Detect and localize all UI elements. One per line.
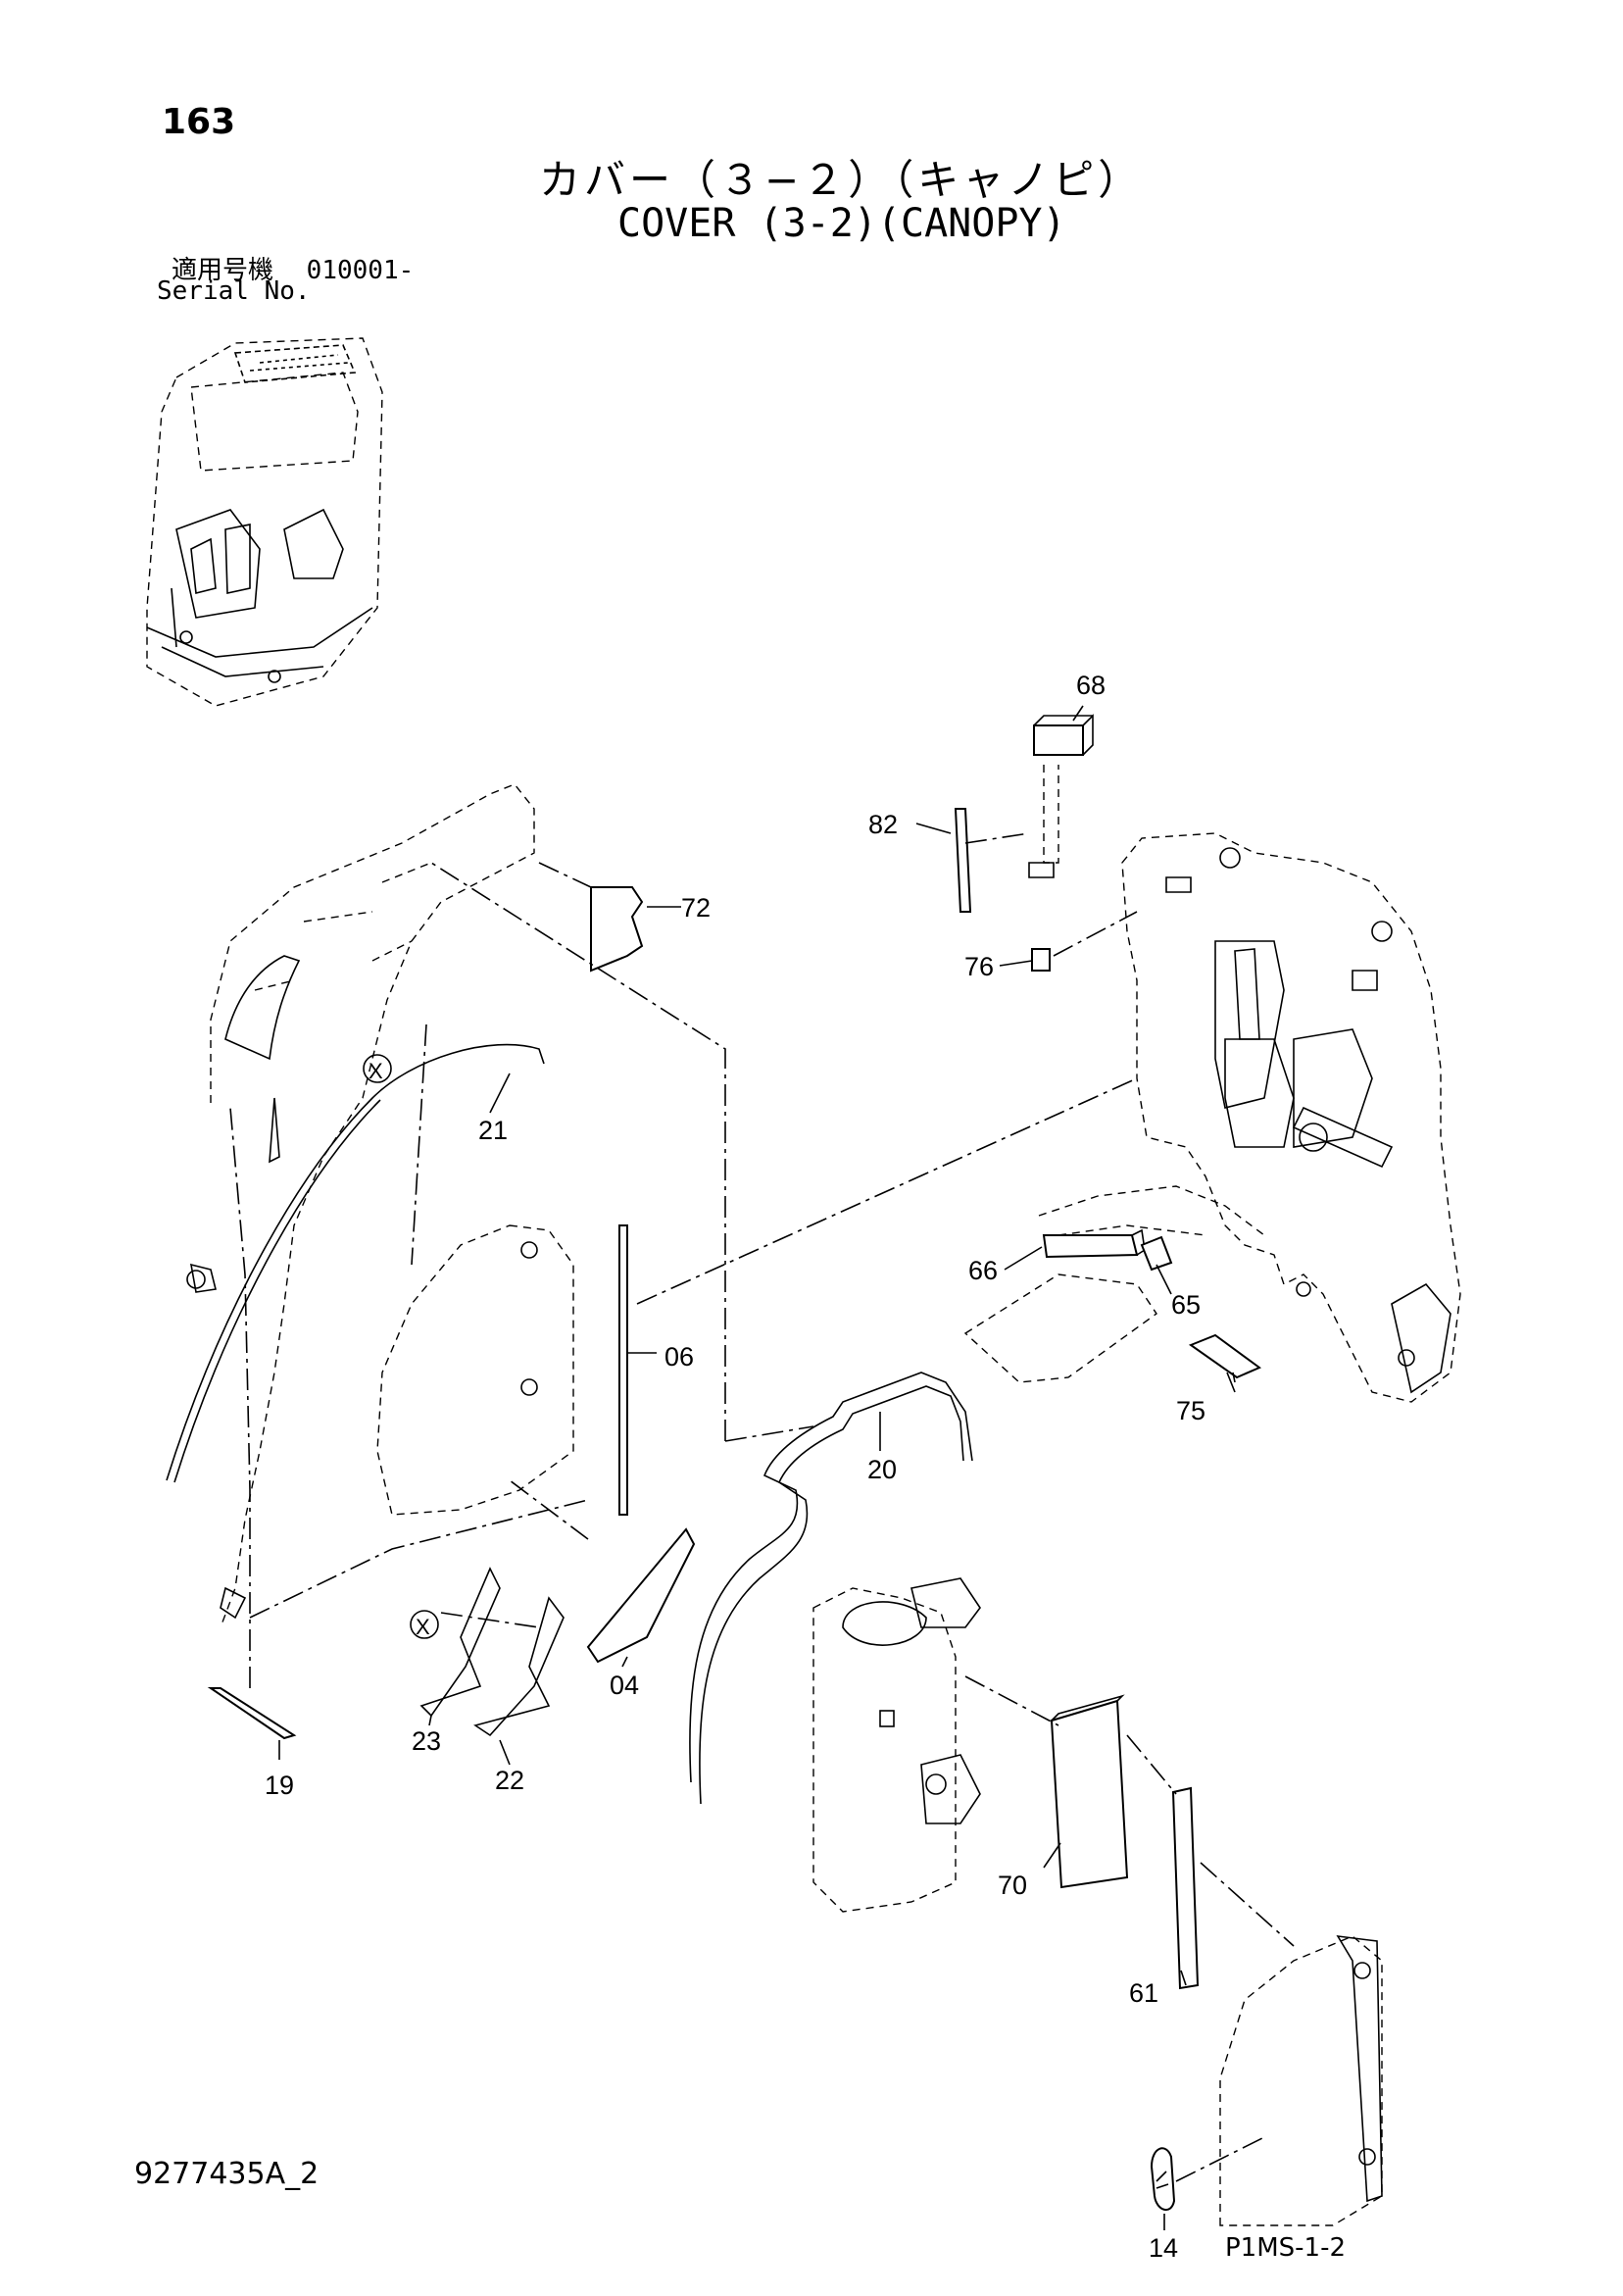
- callout-75: 75: [1176, 1396, 1205, 1425]
- left-side-cover-panel: [186, 783, 574, 1628]
- callout-04: 04: [610, 1671, 639, 1700]
- seal-66: [1042, 1234, 1139, 1259]
- control-box-unit: [812, 1577, 981, 1913]
- pad-75: [1188, 1333, 1261, 1379]
- gasket-04: [586, 1527, 696, 1664]
- cab-main-frame: [1038, 832, 1461, 1403]
- callout-14: 14: [1149, 2233, 1178, 2263]
- page-title-japanese: カバー（３−２）（キャノピ）: [539, 156, 1144, 204]
- bottom-right-bracket: [1219, 1935, 1383, 2226]
- reference-mark-x-2: X: [410, 1610, 439, 1639]
- callout-23: 23: [412, 1726, 441, 1756]
- serial-label-english: Serial No.: [157, 276, 311, 306]
- callout-82: 82: [868, 810, 898, 839]
- seal-strip-06: [618, 1224, 628, 1516]
- svg-text:X: X: [369, 1059, 383, 1083]
- clamp-22: [473, 1596, 565, 1737]
- serial-range: 010001-: [306, 256, 415, 285]
- callout-68: 68: [1076, 671, 1106, 700]
- callout-72: 72: [681, 893, 711, 923]
- latch-14: [1150, 2147, 1176, 2211]
- callout-61: 61: [1129, 1978, 1158, 2008]
- callout-19: 19: [265, 1771, 294, 1800]
- document-number: 9277435A_2: [134, 2157, 320, 2191]
- reference-mark-x-1: X: [363, 1054, 392, 1083]
- seal-strip-20: [689, 1372, 973, 1783]
- page-code: P1MS-1-2: [1225, 2233, 1347, 2263]
- seal-strip-21: [166, 1043, 545, 1481]
- strip-82: [954, 808, 972, 913]
- page-number: 163: [162, 102, 236, 142]
- svg-text:X: X: [416, 1615, 430, 1639]
- leader-lines: [229, 705, 1295, 2230]
- callout-76: 76: [964, 952, 994, 981]
- callout-22: 22: [495, 1766, 524, 1795]
- callout-21: 21: [478, 1116, 508, 1145]
- machine-overview-thumbnail: [146, 337, 383, 707]
- seal-strip-19: [207, 1687, 297, 1740]
- serial-applicability: 適用号機 010001-: [172, 250, 414, 286]
- callout-70: 70: [998, 1871, 1027, 1900]
- panel-70: [1050, 1699, 1129, 1889]
- callout-20: 20: [867, 1455, 897, 1484]
- serial-label-japanese: 適用号機: [172, 256, 274, 285]
- block-65: [1140, 1235, 1173, 1272]
- block-76: [1031, 948, 1051, 972]
- callout-06: 06: [664, 1342, 694, 1372]
- strip-61: [1171, 1786, 1200, 1990]
- callout-65: 65: [1171, 1290, 1201, 1320]
- clamp-23: [419, 1567, 501, 1718]
- block-68: [1033, 724, 1084, 756]
- callout-66: 66: [968, 1256, 998, 1285]
- page-title-english: COVER (3-2)(CANOPY): [617, 201, 1066, 246]
- plate-72: [590, 886, 644, 973]
- plate-under-seal: [963, 1273, 1157, 1383]
